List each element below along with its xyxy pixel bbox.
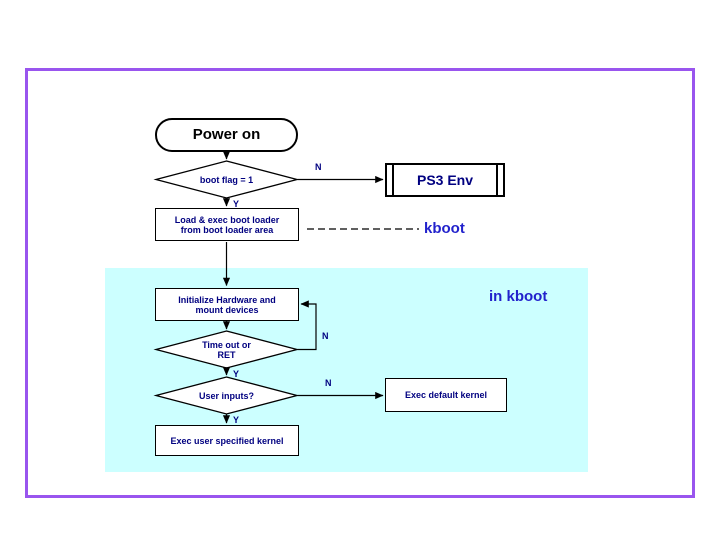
process-load-boot-loader-text: Load & exec boot loader from boot loader… [175, 215, 280, 235]
branch-userinputs-no: N [325, 378, 332, 388]
arrow-timeout-loopback [297, 300, 317, 351]
decision-user-inputs-shape [153, 376, 300, 415]
branch-timeout-yes: Y [233, 369, 240, 379]
predefined-process-bar-right [496, 165, 498, 195]
branch-timeout-no: N [322, 331, 329, 341]
process-exec-user-kernel-label: Exec user specified kernel [170, 435, 284, 446]
process-init-hardware-line1: Initialize Hardware and [178, 294, 276, 305]
annotation-kboot: kboot [424, 220, 465, 237]
process-init-hardware-text: Initialize Hardware and mount devices [178, 295, 276, 315]
process-load-boot-loader-line1: Load & exec boot loader [174, 214, 280, 225]
branch-bootflag-yes: Y [233, 199, 240, 209]
outer-frame [25, 68, 695, 498]
process-exec-default-kernel: Exec default kernel [385, 378, 507, 412]
branch-bootflag-no: N [315, 162, 322, 172]
process-load-boot-loader-line2: from boot loader area [180, 224, 274, 235]
predefined-process-bar-left [392, 165, 394, 195]
branch-userinputs-yes: Y [233, 415, 240, 425]
decision-boot-flag-shape [153, 160, 300, 199]
decision-timeout-shape [153, 330, 300, 369]
process-load-boot-loader: Load & exec boot loader from boot loader… [155, 208, 299, 241]
process-exec-user-kernel: Exec user specified kernel [155, 425, 299, 456]
terminator-power-on-label: Power on [192, 126, 261, 143]
process-init-hardware-line2: mount devices [195, 304, 259, 315]
predefined-ps3-env: PS3 Env [385, 163, 505, 197]
predefined-ps3-env-label: PS3 Env [416, 171, 474, 188]
annotation-in-kboot: in kboot [489, 288, 548, 305]
process-exec-default-kernel-label: Exec default kernel [404, 390, 488, 400]
process-init-hardware: Initialize Hardware and mount devices [155, 288, 299, 321]
terminator-power-on: Power on [155, 118, 298, 152]
